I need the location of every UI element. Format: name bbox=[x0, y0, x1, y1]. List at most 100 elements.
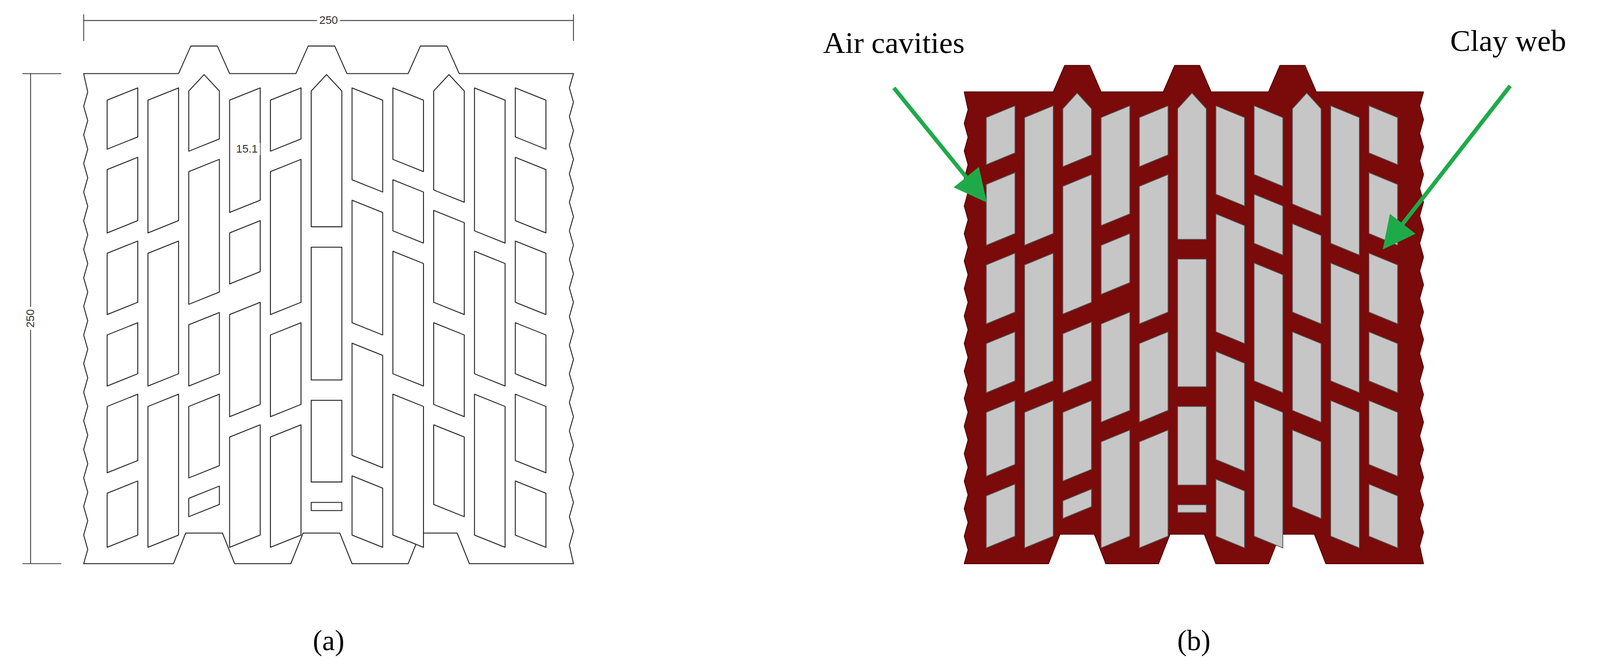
dimension-label: 250 bbox=[317, 14, 341, 27]
air-cavity bbox=[270, 424, 301, 548]
air-cavity bbox=[515, 87, 547, 149]
air-cavity bbox=[351, 475, 383, 547]
air-cavity bbox=[515, 480, 547, 547]
air-cavity bbox=[1330, 105, 1360, 256]
air-cavity bbox=[107, 240, 138, 315]
air-cavity bbox=[474, 87, 505, 244]
air-cavity bbox=[433, 322, 465, 417]
air-cavity bbox=[147, 87, 179, 233]
air-cavity bbox=[1139, 429, 1168, 548]
air-cavity bbox=[351, 343, 383, 468]
air-cavity bbox=[515, 322, 547, 386]
air-cavity bbox=[1062, 321, 1092, 393]
brick-outline bbox=[83, 46, 574, 564]
air-cavity bbox=[1177, 504, 1206, 512]
air-cavity bbox=[1139, 174, 1168, 324]
air-cavity bbox=[1292, 331, 1321, 422]
air-cavity bbox=[188, 312, 220, 386]
brick-model bbox=[964, 65, 1424, 564]
air-cavity bbox=[986, 400, 1015, 476]
air-cavity bbox=[515, 157, 547, 233]
air-cavity bbox=[1292, 223, 1321, 324]
air-cavity bbox=[311, 502, 342, 511]
leader-arrows bbox=[893, 85, 1511, 244]
air-cavity bbox=[107, 394, 138, 473]
air-cavity bbox=[1024, 400, 1053, 548]
air-cavity bbox=[474, 394, 505, 548]
air-cavity bbox=[515, 240, 547, 315]
air-cavity bbox=[986, 331, 1015, 393]
air-cavity bbox=[1062, 488, 1092, 519]
air-cavity bbox=[393, 251, 424, 386]
air-cavity bbox=[1101, 429, 1130, 548]
air-cavity bbox=[393, 87, 424, 172]
air-cavity bbox=[1369, 400, 1398, 476]
air-cavity bbox=[1215, 351, 1245, 472]
air-cavity bbox=[1254, 262, 1283, 393]
air-cavity bbox=[229, 87, 261, 213]
air-cavity bbox=[515, 394, 547, 473]
callout-label: Air cavities bbox=[823, 25, 965, 60]
air-cavity bbox=[1139, 105, 1168, 167]
air-cavity bbox=[270, 322, 301, 417]
brick-drawing bbox=[83, 46, 574, 564]
air-cavity bbox=[311, 400, 342, 482]
air-cavity bbox=[1292, 429, 1321, 519]
air-cavity bbox=[1254, 105, 1283, 187]
air-cavity bbox=[1024, 105, 1053, 246]
air-cavity bbox=[1177, 93, 1206, 240]
air-cavity bbox=[393, 394, 424, 548]
air-cavity bbox=[107, 322, 138, 386]
air-cavity bbox=[1292, 93, 1321, 216]
air-cavity bbox=[1101, 105, 1130, 226]
air-cavity bbox=[1062, 174, 1092, 314]
air-cavity bbox=[986, 172, 1015, 246]
air-cavity bbox=[1024, 253, 1053, 393]
dimension-label: 250 bbox=[24, 307, 37, 330]
air-cavity bbox=[188, 394, 220, 478]
air-cavity bbox=[1139, 331, 1168, 422]
air-cavity bbox=[474, 251, 505, 386]
air-cavity bbox=[188, 486, 220, 517]
air-cavity bbox=[188, 74, 220, 152]
air-cavity bbox=[311, 247, 342, 380]
air-cavity bbox=[986, 105, 1015, 165]
dimension-label: 15.1 bbox=[233, 142, 260, 156]
air-cavity bbox=[1254, 194, 1283, 256]
air-cavity bbox=[1330, 262, 1360, 393]
air-cavity bbox=[1254, 400, 1283, 548]
air-cavity bbox=[433, 424, 465, 517]
air-cavity bbox=[351, 200, 383, 336]
air-cavity bbox=[1101, 312, 1130, 422]
air-cavity bbox=[1215, 213, 1245, 344]
air-cavity bbox=[147, 394, 179, 548]
air-cavity bbox=[1101, 233, 1130, 295]
air-cavity bbox=[986, 253, 1015, 324]
air-cavity bbox=[1330, 400, 1360, 548]
air-cavity bbox=[311, 74, 342, 227]
air-cavity bbox=[147, 240, 179, 386]
air-cavity bbox=[1215, 105, 1245, 206]
air-cavity bbox=[1062, 93, 1092, 167]
air-cavity bbox=[188, 159, 220, 305]
air-cavity bbox=[1215, 478, 1245, 548]
air-cavity bbox=[1369, 331, 1398, 393]
air-cavity bbox=[229, 424, 261, 548]
air-cavity bbox=[393, 179, 424, 243]
air-cavity bbox=[1177, 258, 1206, 387]
air-cavity bbox=[351, 87, 383, 193]
air-cavity bbox=[986, 484, 1015, 549]
panel-label: (a) bbox=[312, 625, 345, 657]
air-cavity bbox=[1369, 253, 1398, 324]
brick-outline bbox=[964, 65, 1424, 564]
air-cavity bbox=[1062, 400, 1092, 481]
air-cavity bbox=[433, 210, 465, 315]
air-cavity bbox=[107, 480, 138, 547]
callout-label: Clay web bbox=[1450, 23, 1566, 58]
air-cavity bbox=[107, 157, 138, 233]
air-cavity bbox=[229, 220, 261, 284]
air-cavity bbox=[433, 74, 465, 203]
air-cavity bbox=[1177, 406, 1206, 486]
dimension-lines bbox=[22, 14, 574, 564]
